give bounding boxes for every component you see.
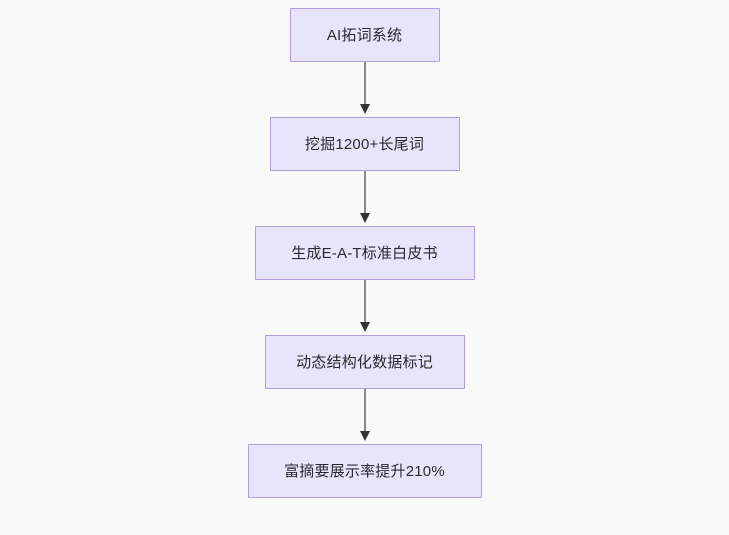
flow-node-rich-snippet-uplift[interactable]: 富摘要展示率提升210%: [247, 444, 482, 498]
down-arrow-icon: [359, 213, 370, 223]
flow-node-label: 动态结构化数据标记: [296, 353, 433, 371]
flow-node-dynamic-structured-data[interactable]: 动态结构化数据标记: [264, 335, 465, 389]
flow-node-label: 挖掘1200+长尾词: [304, 135, 425, 153]
flow-node-label: 富摘要展示率提升210%: [284, 462, 445, 480]
flow-node-ai-keyword-system[interactable]: AI拓词系统: [289, 8, 440, 62]
flow-connector-4: [358, 389, 372, 444]
connector-line: [363, 171, 366, 215]
down-arrow-icon: [359, 431, 370, 441]
down-arrow-icon: [359, 104, 370, 114]
flow-connector-2: [358, 171, 372, 226]
connector-line: [363, 389, 366, 433]
flow-connector-3: [358, 280, 372, 335]
down-arrow-icon: [359, 322, 370, 332]
connector-line: [363, 280, 366, 324]
flow-node-label: AI拓词系统: [326, 26, 403, 44]
connector-line: [363, 62, 366, 106]
flow-node-mine-longtail-keywords[interactable]: 挖掘1200+长尾词: [269, 117, 460, 171]
flow-connector-1: [358, 62, 372, 117]
flow-node-label: 生成E-A-T标准白皮书: [291, 244, 438, 262]
flow-node-generate-eat-whitepaper[interactable]: 生成E-A-T标准白皮书: [254, 226, 475, 280]
flowchart-node-stack: AI拓词系统 挖掘1200+长尾词 生成E-A-T标准白皮书 动态结构化数据标记: [0, 8, 729, 498]
